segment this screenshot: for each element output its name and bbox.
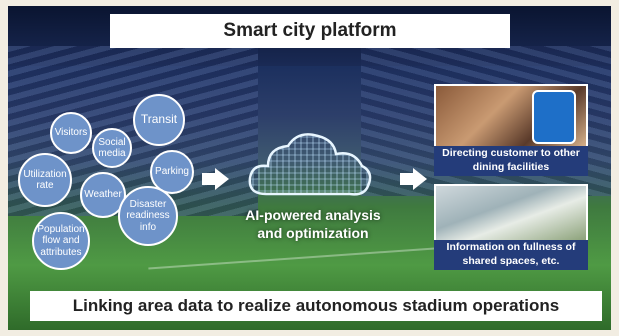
shared-space-photo <box>434 184 588 242</box>
caption-text: Information on fullness of shared spaces… <box>446 241 576 267</box>
source-label: Social media <box>98 136 126 160</box>
source-utilization-rate: Utilization rate <box>18 153 72 207</box>
cloud-icon <box>248 133 372 196</box>
footer-banner: Linking area data to realize autonomous … <box>30 291 602 321</box>
analysis-text: AI-powered analysis and optimization <box>245 207 381 242</box>
source-label: Transit <box>140 112 178 127</box>
source-label: Weather <box>84 189 122 201</box>
source-label: Population flow and attributes <box>37 223 85 258</box>
source-label: Parking <box>155 166 189 178</box>
output-caption-fullness: Information on fullness of shared spaces… <box>434 240 588 270</box>
footer-text: Linking area data to realize autonomous … <box>72 296 560 315</box>
title-banner: Smart city platform <box>110 14 510 48</box>
source-transit: Transit <box>133 94 185 146</box>
pitch-line <box>148 244 478 270</box>
analysis-label: AI-powered analysis and optimization <box>218 206 408 242</box>
source-population-flow: Population flow and attributes <box>32 212 90 270</box>
source-visitors: Visitors <box>50 112 92 154</box>
phone-icon <box>532 90 576 144</box>
title-text: Smart city platform <box>223 20 397 41</box>
source-social-media: Social media <box>92 128 132 168</box>
source-disaster-readiness: Disaster readiness info <box>118 186 178 246</box>
source-label: Utilization rate <box>23 168 67 192</box>
dining-photo <box>434 84 588 148</box>
caption-text: Directing customer to other dining facil… <box>442 147 580 173</box>
source-label: Disaster readiness info <box>126 198 170 233</box>
source-label: Visitors <box>54 127 88 139</box>
output-caption-directing: Directing customer to other dining facil… <box>434 146 588 176</box>
